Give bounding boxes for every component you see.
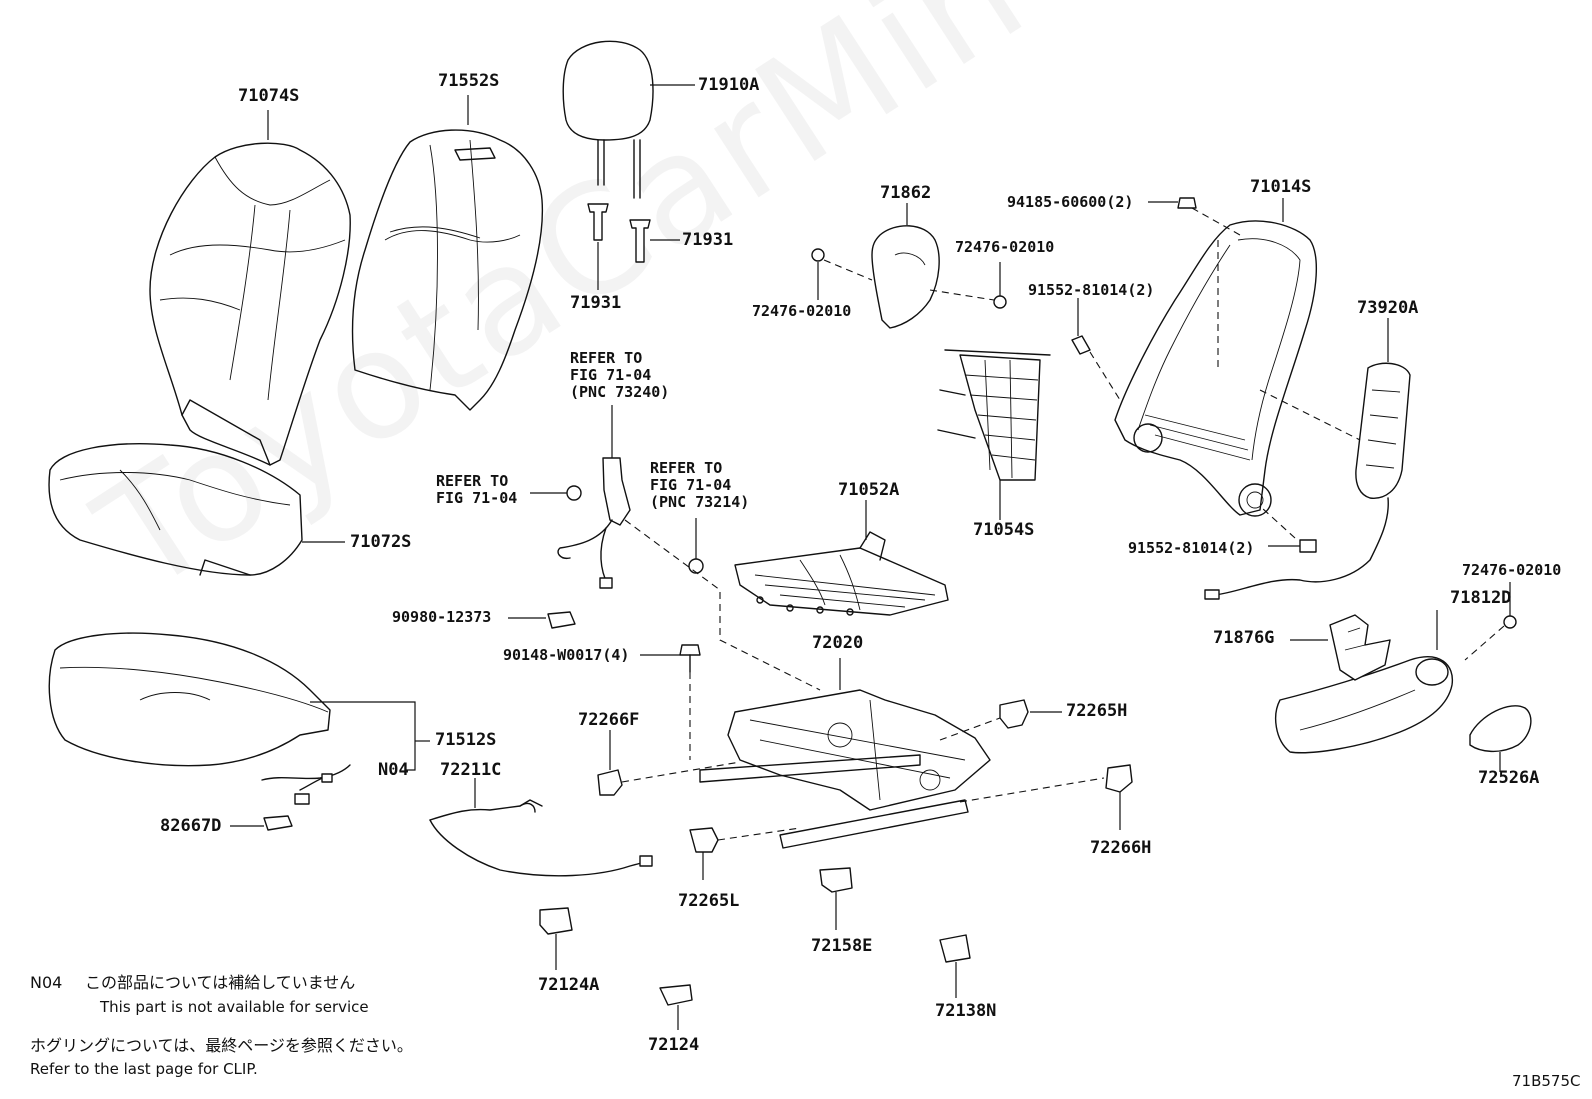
bolt-90148-W0017: [679, 644, 701, 673]
lumbar-73920A: [1204, 362, 1411, 600]
release-lever-wire-72211C: [429, 799, 653, 877]
label-71052A[interactable]: 71052A: [838, 480, 900, 500]
bolt-91552-81014-b: [1299, 539, 1317, 553]
clip-72265H: [999, 699, 1029, 729]
label-72211C[interactable]: 72211C: [440, 760, 502, 780]
label-91552-81014-b[interactable]: 91552-81014(2): [1128, 539, 1255, 557]
note-n04-english: This part is not available for service: [100, 998, 369, 1016]
grommet-icon: [566, 485, 582, 501]
note-clip-english: Refer to the last page for CLIP.: [30, 1060, 258, 1078]
label-82667D[interactable]: 82667D: [160, 816, 222, 836]
headrest-support-71931-right: [629, 219, 651, 263]
reference-pnc-73240[interactable]: REFER TO FIG 71-04 (PNC 73240): [570, 349, 670, 401]
side-cover-71862: [871, 225, 940, 329]
label-71072S[interactable]: 71072S: [350, 532, 412, 552]
side-shield-71812D: [1274, 656, 1454, 754]
label-72265H[interactable]: 72265H: [1066, 701, 1128, 721]
seat-adjuster-72020: [699, 689, 991, 849]
screw-72476-02010-c: [1503, 615, 1517, 629]
label-73920A[interactable]: 73920A: [1357, 298, 1419, 318]
label-94185-60600[interactable]: 94185-60600(2): [1007, 193, 1134, 211]
clip-72138N: [939, 934, 971, 963]
label-72476-02010-b[interactable]: 72476-02010: [752, 302, 852, 320]
label-71876G[interactable]: 71876G: [1213, 628, 1275, 648]
headrest-71910A: [562, 40, 654, 199]
note-n04-code: N04: [30, 973, 63, 992]
label-72266F[interactable]: 72266F: [578, 710, 640, 730]
label-72020[interactable]: 72020: [812, 633, 864, 653]
note-n04-japanese: この部品については補給していません: [85, 973, 356, 992]
headrest-support-71931-left: [587, 203, 609, 241]
seat-cushion-cover-71072S: [48, 443, 303, 576]
label-71862[interactable]: 71862: [880, 183, 932, 203]
label-72124A[interactable]: 72124A: [538, 975, 600, 995]
label-72265L[interactable]: 72265L: [678, 891, 740, 911]
label-72526A[interactable]: 72526A: [1478, 768, 1540, 788]
nut-94185-60600: [1177, 197, 1197, 209]
label-72266H[interactable]: 72266H: [1090, 838, 1152, 858]
label-71931-right[interactable]: 71931: [682, 230, 734, 250]
label-N04[interactable]: N04: [378, 760, 409, 780]
label-90980-12373[interactable]: 90980-12373: [392, 608, 492, 626]
label-71910A[interactable]: 71910A: [698, 75, 760, 95]
bolt-91552-81014-a: [1071, 335, 1091, 355]
seat-cushion-pad-71512S: [48, 632, 331, 767]
clip-72124: [659, 984, 693, 1006]
seat-belt-buckle-wire: [557, 457, 631, 589]
label-71074S[interactable]: 71074S: [238, 86, 300, 106]
label-71512S[interactable]: 71512S: [435, 730, 497, 750]
spring-mat-71054S: [937, 349, 1051, 481]
diagram-id: 71B575C: [1512, 1072, 1581, 1090]
label-72476-02010-c[interactable]: 72476-02010: [1462, 561, 1562, 579]
label-71931-left[interactable]: 71931: [570, 293, 622, 313]
label-72158E[interactable]: 72158E: [811, 936, 873, 956]
reference-pnc-73214[interactable]: REFER TO FIG 71-04 (PNC 73214): [650, 459, 750, 511]
note-clip-japanese: ホグリングについては、最終ページを参照ください。: [30, 1036, 413, 1055]
clip-72265L: [689, 827, 719, 853]
label-72138N[interactable]: 72138N: [935, 1001, 997, 1021]
seat-spring-71052A: [734, 531, 949, 616]
seatback-frame-71014S: [1114, 220, 1318, 517]
label-71054S[interactable]: 71054S: [973, 520, 1035, 540]
clip-72124A: [539, 907, 573, 935]
screw-72476-02010-a: [811, 248, 825, 262]
label-71552S[interactable]: 71552S: [438, 71, 500, 91]
label-72124[interactable]: 72124: [648, 1035, 700, 1055]
clip-72266F: [597, 769, 623, 796]
recline-knob-72526A: [1469, 705, 1532, 753]
label-71014S[interactable]: 71014S: [1250, 177, 1312, 197]
reference-fig-71-04[interactable]: REFER TO FIG 71-04: [436, 472, 518, 507]
label-72476-02010-a[interactable]: 72476-02010: [955, 238, 1055, 256]
seatback-pad-71552S: [351, 129, 544, 411]
connector-82667D: [263, 815, 293, 831]
seatback-cover-71074S: [149, 142, 351, 466]
screw-72476-02010-b: [993, 295, 1007, 309]
bracket-71876G: [1329, 614, 1391, 681]
clip-72158E: [819, 867, 853, 893]
label-71812D[interactable]: 71812D: [1450, 588, 1512, 608]
wire-harness-N04: [261, 764, 351, 805]
label-91552-81014-a[interactable]: 91552-81014(2): [1028, 281, 1155, 299]
label-90148-W0017[interactable]: 90148-W0017(4): [503, 646, 630, 664]
clip-73214-icon: [688, 558, 704, 574]
clip-72266H: [1105, 764, 1133, 793]
connector-90980-12373: [547, 611, 576, 629]
